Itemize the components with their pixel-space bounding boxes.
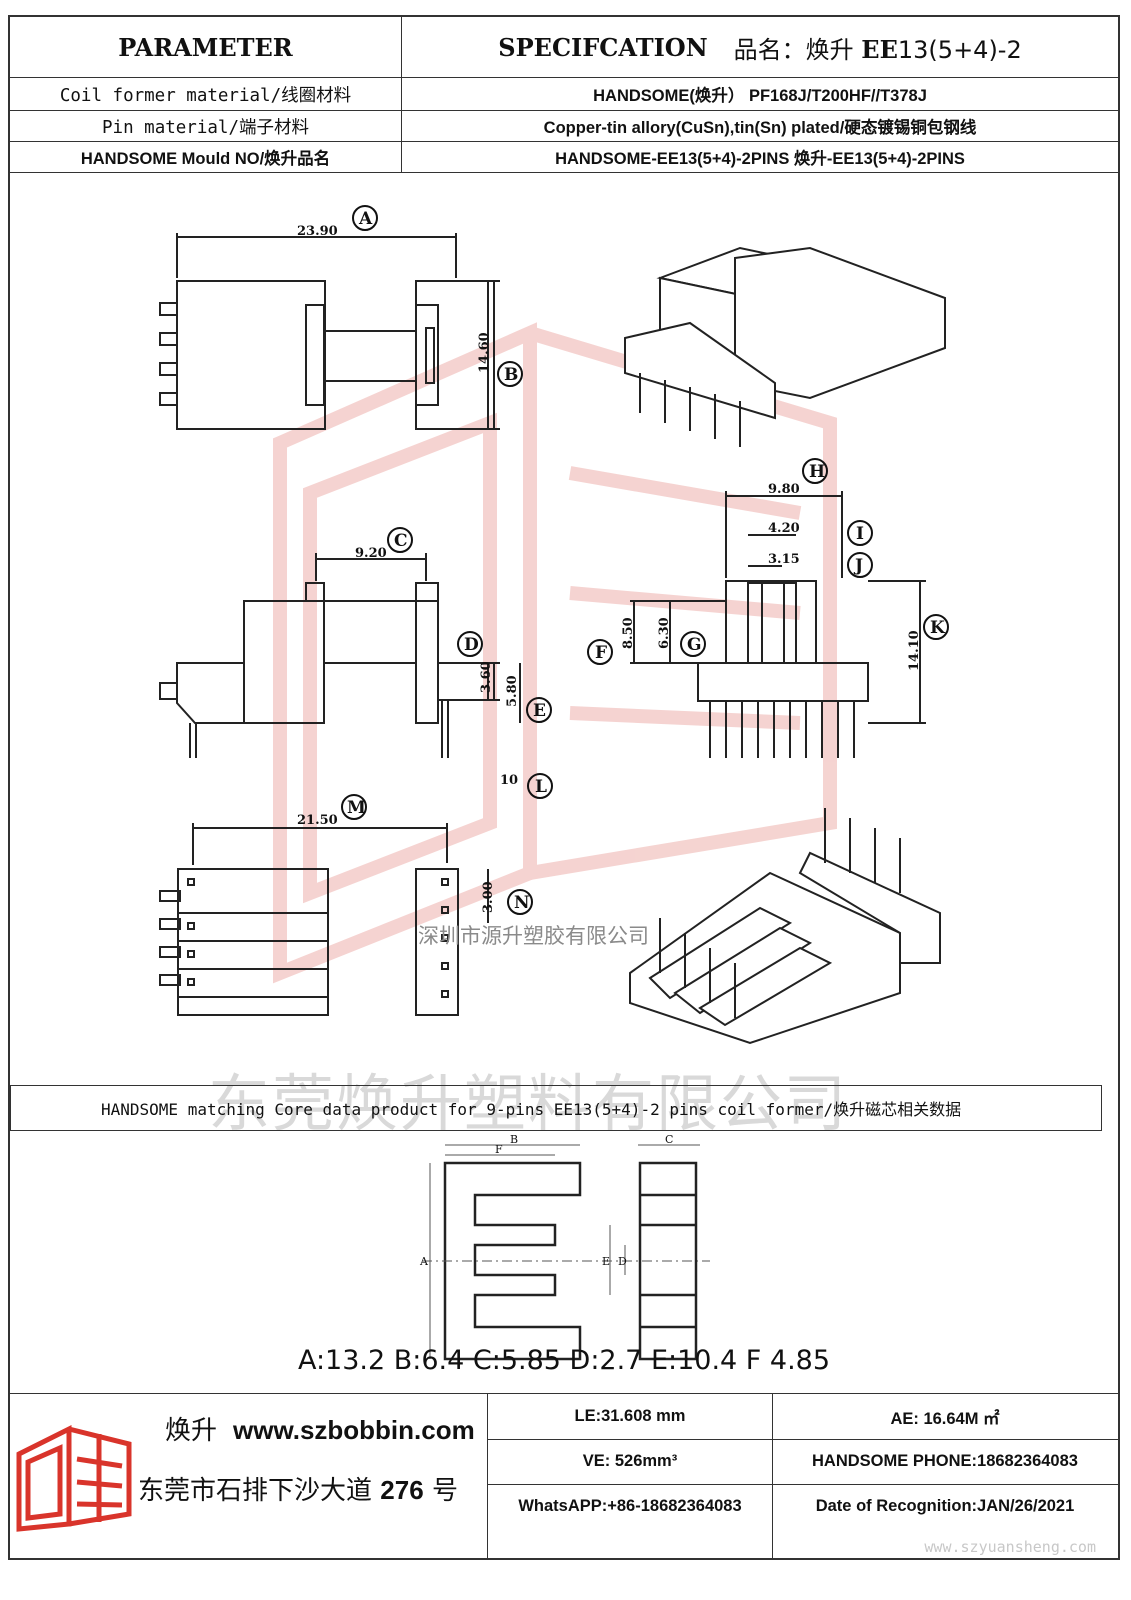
dim-i-value: 4.20: [768, 521, 800, 536]
table-row: HANDSOME Mould NO/焕升品名 HANDSOME-EE13(5+4…: [10, 142, 1118, 173]
address: 东莞市石排下沙大道 276 号: [138, 1475, 458, 1506]
dim-c-value: 9.20: [355, 546, 387, 561]
dim-l-value: 10: [500, 773, 518, 788]
watermark-company-small: 深圳市源升塑胶有限公司: [418, 924, 649, 948]
core-data-title: HANDSOME matching Core data product for …: [10, 1085, 1102, 1131]
core-label-c: C: [665, 1133, 673, 1146]
dimension-labels: A B C D E F G H I J K L M N: [341, 205, 949, 915]
row-label: HANDSOME Mould NO/焕升品名: [10, 142, 402, 172]
dim-d-value: 3.60: [479, 661, 494, 693]
whatsapp-value: WhatsAPP:+86-18682364083: [518, 1496, 742, 1515]
core-dim-lines: [422, 1144, 710, 1359]
label-b: B: [497, 361, 523, 387]
svg-text:G: G: [687, 635, 702, 655]
view-bottom: [159, 823, 489, 1016]
label-e: E: [526, 697, 552, 723]
label-n: N: [507, 889, 533, 915]
row-value: HANDSOME-EE13(5+4)-2PINS 焕升-EE13(5+4)-2P…: [555, 150, 965, 168]
ae-value: AE: 16.64M ㎡: [890, 1409, 1000, 1428]
e-core-front: [443, 1161, 582, 1361]
phone-value: HANDSOME PHONE:18682364083: [812, 1452, 1078, 1470]
dim-m-value: 21.50: [297, 813, 338, 828]
label-f: F: [587, 639, 613, 665]
dimension-values: 23.90 14.60 9.20 3.60 5.80 8.50 6.30 9.8…: [297, 224, 922, 913]
grid-divider: [772, 1394, 773, 1559]
dim-h-value: 9.80: [768, 482, 800, 497]
view-iso-bottom: [629, 808, 941, 1045]
row-label: Pin material/端子材料: [10, 111, 402, 141]
svg-text:L: L: [535, 777, 547, 797]
svg-text:E: E: [533, 701, 546, 721]
svg-text:D: D: [464, 635, 479, 655]
specification-header: SPECIFCATION 品名：焕升 EE13(5+4)-2: [402, 17, 1118, 77]
svg-text:M: M: [347, 798, 366, 818]
table-row: Pin material/端子材料 Copper-tin allory(CuSn…: [10, 111, 1118, 142]
dim-e-value: 5.80: [505, 675, 520, 707]
table-row: Coil former material/线圈材料 HANDSOME(焕升） P…: [10, 78, 1118, 111]
label-c: C: [387, 527, 413, 553]
label-j: J: [847, 552, 873, 578]
svg-text:B: B: [504, 365, 518, 385]
date-value: Date of Recognition:JAN/26/2021: [815, 1496, 1075, 1515]
core-params-grid: LE:31.608 mm AE: 16.64M ㎡ VE: 526mm³ HAN…: [488, 1394, 1118, 1559]
view-front: [630, 491, 926, 758]
core-diagram: A B F C E D: [10, 1133, 1118, 1393]
row-value: HANDSOME(焕升） PF168J/T200HF//T378J: [593, 87, 927, 105]
dim-j-value: 3.15: [768, 552, 800, 567]
grid-divider: [488, 1439, 1118, 1440]
core-label-a: A: [419, 1255, 429, 1268]
svg-text:C: C: [394, 531, 408, 551]
core-label-f: F: [495, 1143, 503, 1156]
le-value: LE:31.608 mm: [574, 1407, 686, 1425]
dim-n-value: 3.00: [481, 881, 496, 913]
view-top-left: [159, 233, 500, 430]
parameter-header: PARAMETER: [10, 17, 402, 77]
label-m: M: [341, 794, 367, 820]
core-label-d: D: [618, 1255, 627, 1268]
svg-text:A: A: [358, 209, 373, 229]
ve-value: VE: 526mm³: [582, 1452, 678, 1470]
view-side: [159, 553, 521, 758]
label-l: L: [527, 773, 553, 799]
website-link[interactable]: www.szbobbin.com: [233, 1415, 475, 1445]
view-iso-top: [624, 246, 946, 447]
label-h: H: [802, 458, 828, 484]
e-core-side: [638, 1161, 698, 1361]
label-a: A: [352, 205, 378, 231]
grid-divider: [488, 1484, 1118, 1485]
svg-text:N: N: [514, 893, 530, 913]
label-d: D: [457, 631, 483, 657]
svg-text:K: K: [930, 618, 946, 638]
svg-text:H: H: [809, 462, 825, 482]
row-label: Coil former material/线圈材料: [10, 78, 402, 110]
svg-text:I: I: [856, 524, 864, 544]
handsome-logo-icon: [16, 1424, 132, 1532]
drawing-svg: 23.90 14.60 9.20 3.60 5.80 8.50 6.30 9.8…: [159, 205, 949, 1045]
label-k: K: [923, 614, 949, 640]
watermark-company-large: 东莞焕升塑料有限公司: [208, 1067, 849, 1140]
dim-f-value: 8.50: [621, 617, 636, 649]
table-header-row: PARAMETER SPECIFCATION 品名：焕升 EE13(5+4)-2: [10, 17, 1118, 78]
technical-drawing: 23.90 14.60 9.20 3.60 5.80 8.50 6.30 9.8…: [10, 173, 1118, 1140]
label-g: G: [680, 631, 706, 657]
dim-a-value: 23.90: [297, 224, 338, 239]
core-labels: A B F C E D: [419, 1133, 673, 1268]
core-dimensions-text: A:13.2 B:6.4 C:5.85 D:2.7 E:10.4 F 4.85: [297, 1345, 831, 1376]
dim-k-value: 14.10: [907, 630, 922, 671]
product-name: 品名：焕升 EE13(5+4)-2: [733, 34, 1022, 64]
dim-b-value: 14.60: [477, 332, 492, 373]
core-label-b: B: [510, 1133, 518, 1146]
spec-sheet: PARAMETER SPECIFCATION 品名：焕升 EE13(5+4)-2…: [8, 15, 1120, 1560]
label-i: I: [847, 520, 873, 546]
svg-text:J: J: [853, 556, 863, 576]
svg-text:F: F: [595, 643, 607, 663]
watermark-url: www.szyuansheng.com: [924, 1538, 1096, 1556]
dim-g-value: 6.30: [657, 617, 672, 649]
row-value: Copper-tin allory(CuSn),tin(Sn) plated/硬…: [543, 119, 977, 137]
core-label-e: E: [602, 1255, 610, 1268]
core-svg: A B F C E D: [419, 1133, 710, 1361]
